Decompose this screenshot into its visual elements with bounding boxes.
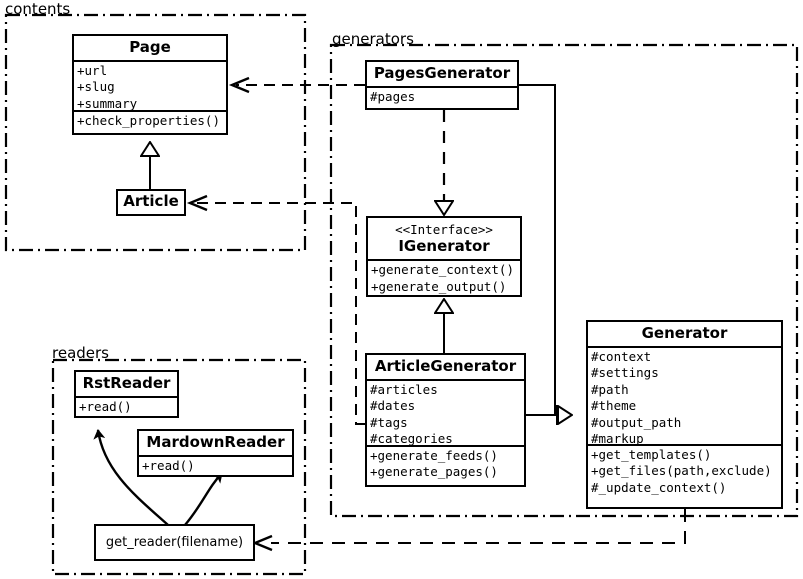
operation-generate-context: +generate_context() (371, 262, 514, 278)
attribute-articles: #articles (370, 381, 438, 397)
attribute-dates: #dates (370, 398, 416, 414)
class-mardown-reader[interactable]: MardownReader +read() (137, 429, 294, 477)
class-mardown-reader-title: MardownReader (146, 433, 285, 451)
class-igenerator[interactable]: <<Interface>> IGenerator +generate_conte… (366, 216, 522, 297)
class-rst-reader-operations: +read() (76, 395, 177, 418)
attribute-theme: #theme (591, 398, 637, 414)
package-label-generators: generators (332, 30, 414, 48)
package-label-readers: readers (52, 344, 109, 362)
attribute-context: #context (591, 348, 652, 364)
class-article[interactable]: Article (116, 189, 186, 216)
class-page-title: Page (129, 38, 171, 56)
class-pages-generator-title: PagesGenerator (373, 64, 511, 82)
operation-rst-read: +read() (79, 398, 132, 414)
class-pages-generator[interactable]: PagesGenerator #pages (365, 60, 519, 110)
attribute-path: #path (591, 381, 629, 397)
attribute-categories: #categories (370, 431, 453, 447)
class-generator-attributes: #context #settings #path #theme #output_… (588, 345, 781, 446)
class-igenerator-operations: +generate_context() +generate_output() (368, 259, 520, 297)
class-article-generator-attributes: #articles #dates #tags #categories (367, 378, 524, 447)
class-pages-generator-attributes: #pages (367, 85, 517, 108)
package-label-contents: contents (5, 0, 71, 18)
class-igenerator-name: IGenerator (398, 236, 490, 255)
class-article-title: Article (123, 192, 179, 210)
pagesgenerator-uses-page-connector (228, 76, 365, 94)
class-article-generator[interactable]: ArticleGenerator #articles #dates #tags … (365, 353, 526, 487)
operation-generate-feeds: +generate_feeds() (370, 447, 498, 463)
generators-inherit-generator-connector (519, 84, 572, 415)
attribute-tags: #tags (370, 414, 408, 430)
operation-generate-pages: +generate_pages() (370, 464, 498, 480)
articlegenerator-uses-article-connector (186, 194, 365, 425)
class-generator[interactable]: Generator #context #settings #path #them… (586, 320, 783, 509)
attribute-summary: +summary (77, 95, 138, 111)
operation-get-templates: +get_templates() (591, 446, 712, 462)
get-reader-creates-mardownreader-connector (184, 472, 223, 526)
class-generator-operations: +get_templates() +get_files(path,exclude… (588, 443, 781, 499)
attribute-slug: +slug (77, 79, 115, 95)
class-page[interactable]: Page +url +slug +summary +check_properti… (72, 34, 228, 135)
class-mardown-reader-operations: +read() (139, 454, 292, 477)
attribute-settings: #settings (591, 365, 659, 381)
operation-check-properties: +check_properties() (77, 112, 220, 128)
operation-mardown-read: +read() (142, 457, 195, 473)
operation-generate-output: +generate_output() (371, 278, 507, 294)
attribute-markup: #markup (591, 431, 644, 447)
generator-uses-get-reader-connector (251, 509, 686, 552)
attribute-pages: #pages (370, 88, 416, 104)
attribute-url: +url (77, 62, 108, 78)
function-get-reader[interactable]: get_reader(filename) (94, 524, 255, 561)
class-article-generator-operations: +generate_feeds() +generate_pages() (367, 444, 524, 483)
class-page-operations: +check_properties() (74, 109, 226, 132)
class-article-generator-title: ArticleGenerator (374, 357, 517, 375)
class-rst-reader-title: RstReader (82, 374, 171, 392)
operation-update-context: #_update_context() (591, 479, 727, 495)
class-igenerator-title: <<Interface>> IGenerator (368, 218, 520, 259)
attribute-output-path: #output_path (591, 414, 682, 430)
operation-get-files: +get_files(path,exclude) (591, 463, 772, 479)
class-page-attributes: +url +slug +summary (74, 59, 226, 111)
class-rst-reader[interactable]: RstReader +read() (74, 370, 179, 418)
class-generator-title: Generator (641, 324, 728, 342)
class-igenerator-stereotype: <<Interface>> (395, 222, 493, 237)
